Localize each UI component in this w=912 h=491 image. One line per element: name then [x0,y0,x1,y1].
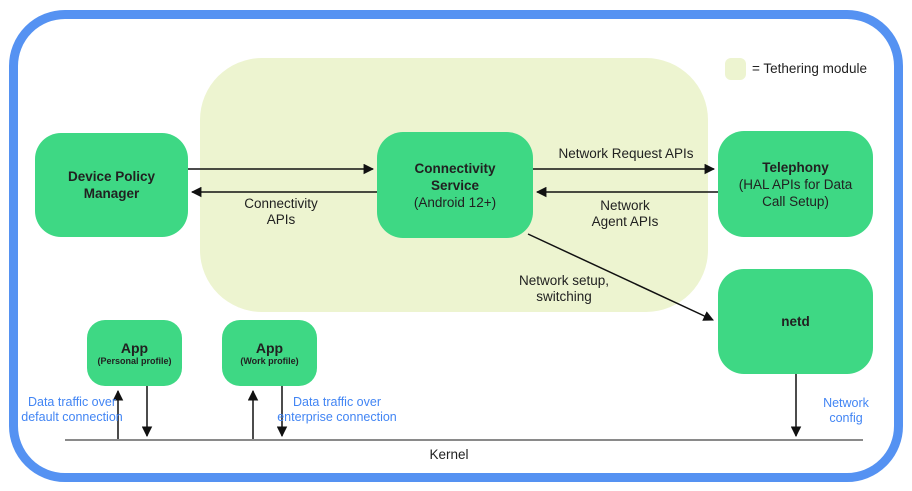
label-network-config: Network config [823,396,869,425]
box-title: netd [781,314,810,329]
tethering-module-swatch [725,58,746,80]
label-data-traffic-default: Data traffic over default connection [21,395,123,424]
label-network-setup-switching: Network setup, switching [518,273,610,304]
box-title: Connectivity Service [414,160,496,193]
box-app-work: App (Work profile) [222,320,317,386]
diagram-outer-border [9,10,903,482]
tethering-module-legend-label: = Tethering module [752,61,867,76]
box-device-policy-manager: Device Policy Manager [35,133,188,237]
label-network-agent-apis: Network Agent APIs [591,198,659,229]
box-title: App [120,339,149,356]
box-title: Telephony [762,159,829,175]
box-subtitle: (Work profile) [240,355,299,366]
label-connectivity-apis: Connectivity APIs [244,196,318,227]
label-data-traffic-enterprise: Data traffic over enterprise connection [277,395,397,424]
box-subtitle: (Personal profile) [97,355,172,366]
box-subtitle: (HAL APIs for Data Call Setup) [738,176,853,209]
arrow-connectivity-to-netd [527,233,714,321]
kernel-label: Kernel [429,447,469,462]
tethering-module-legend: = Tethering module [725,58,867,80]
box-title: App [255,339,284,356]
label-network-request-apis: Network Request APIs [558,146,694,161]
box-subtitle: (Android 12+) [413,194,497,210]
box-connectivity-service: Connectivity Service (Android 12+) [377,132,533,238]
box-title: Device Policy Manager [67,169,156,201]
box-app-personal: App (Personal profile) [87,320,182,386]
box-netd: netd [718,269,873,374]
box-telephony: Telephony (HAL APIs for Data Call Setup) [718,131,873,237]
